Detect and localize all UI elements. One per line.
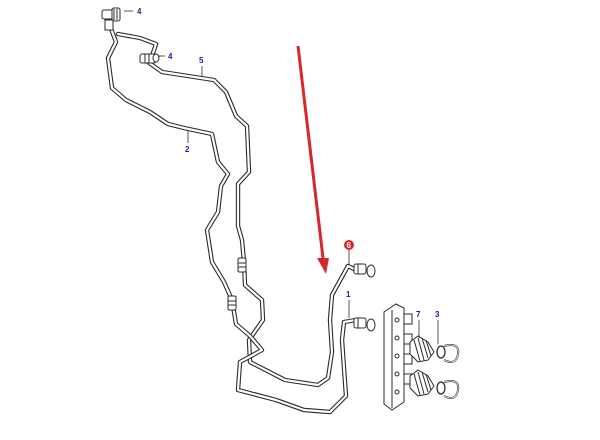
red-pointer-arrow	[296, 45, 329, 274]
callout-3: 3	[435, 310, 440, 344]
callout-7: 7	[416, 310, 421, 338]
callout-5: 5	[199, 56, 204, 76]
callout-label: 4	[168, 52, 173, 61]
callout-4-middle: 4	[158, 52, 173, 61]
callout-label: 4	[137, 7, 142, 16]
valve-block	[383, 303, 413, 411]
callout-2: 2	[185, 130, 190, 154]
pipe-end-fitting-upper	[353, 263, 376, 278]
quick-coupler-upper	[409, 335, 435, 363]
pipe-coupling-b	[227, 295, 237, 311]
callout-6-highlighted: 6	[344, 240, 354, 264]
pipe-2	[105, 23, 359, 415]
pipe-coupling-a	[237, 257, 247, 273]
callout-label: 5	[199, 56, 204, 65]
callout-label: 7	[416, 310, 421, 319]
pipe-5	[145, 59, 359, 388]
pipe-5-top-branch	[115, 31, 159, 59]
elbow-fitting-middle	[139, 53, 160, 64]
dust-cap-upper	[436, 344, 460, 363]
callout-label: 6	[347, 241, 352, 250]
callout-label: 3	[435, 310, 440, 319]
callout-label: 2	[185, 145, 190, 154]
pipe-end-fitting-lower	[353, 317, 376, 332]
dust-cap-lower	[436, 380, 460, 399]
callout-4-top: 4	[124, 7, 142, 16]
quick-coupler-lower	[409, 369, 435, 397]
elbow-fitting-top	[101, 7, 121, 31]
callout-1: 1	[346, 290, 351, 318]
callout-label: 1	[346, 290, 351, 299]
